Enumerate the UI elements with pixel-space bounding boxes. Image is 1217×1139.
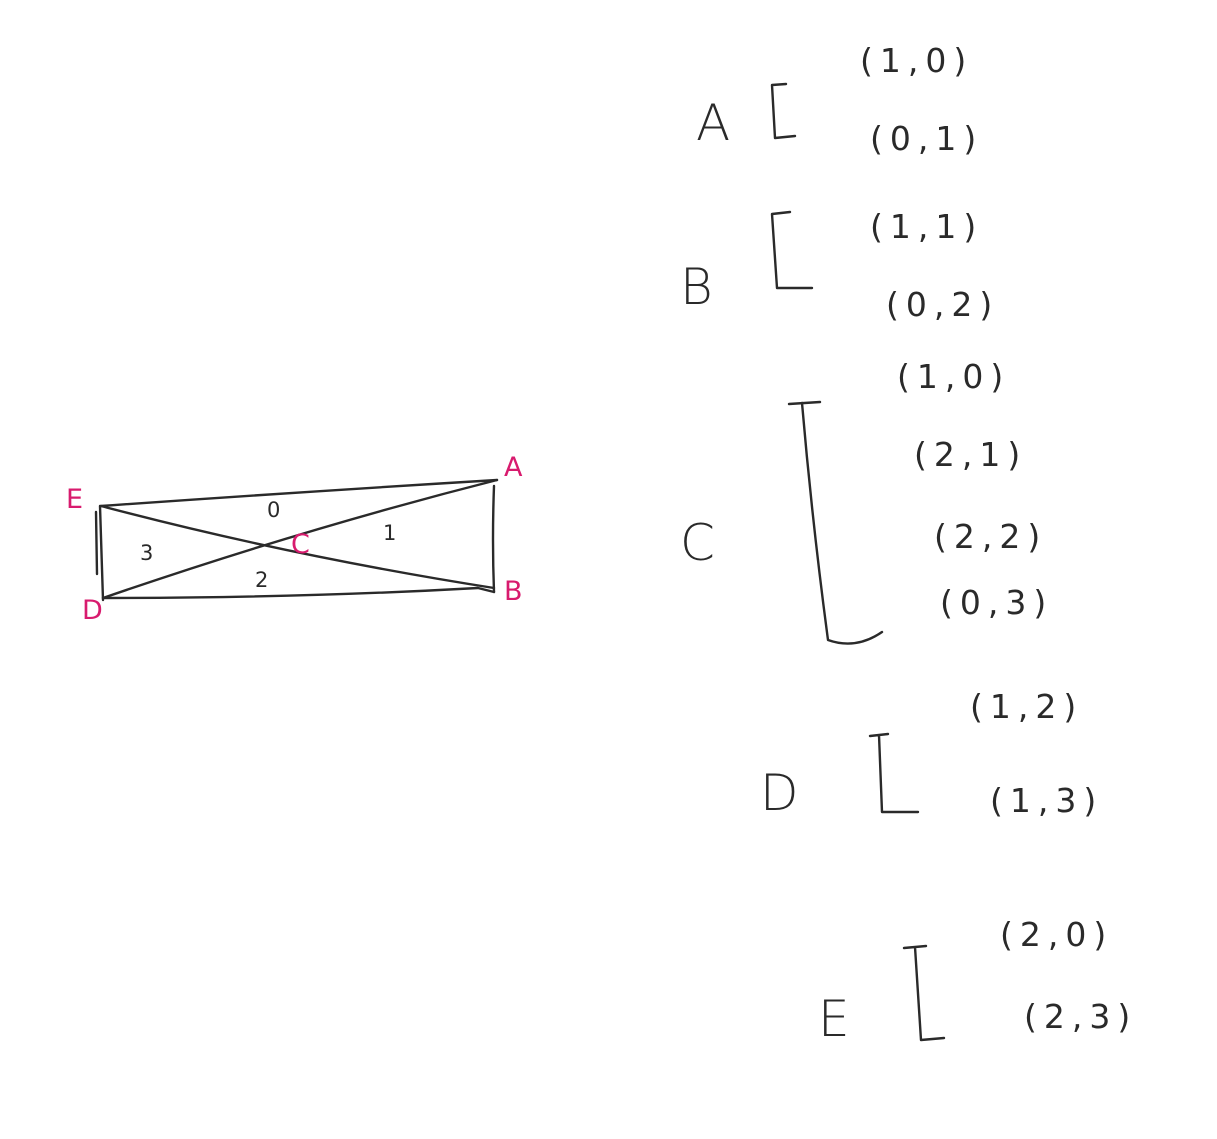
- pair-B-2: (0,2): [886, 285, 999, 324]
- group-letter-A: A: [696, 94, 730, 152]
- pair-C-3: (2,2): [934, 517, 1047, 556]
- pair-E-2: (2,3): [1024, 997, 1137, 1036]
- bracket-E: [902, 944, 946, 1042]
- edge-E-D: [94, 504, 105, 602]
- pair-C-4: (0,3): [940, 583, 1053, 622]
- group-letter-B: B: [680, 258, 713, 316]
- pair-B-1: (1,1): [870, 207, 983, 246]
- group-A: A (1,0) (0,1): [696, 41, 983, 158]
- pair-A-2: (0,1): [870, 119, 983, 158]
- edge-E-B: [99, 504, 496, 590]
- vertex-label-C: C: [291, 529, 310, 560]
- bracket-D: [868, 732, 920, 814]
- edge-E-A: [99, 478, 499, 508]
- vertex-label-E: E: [66, 484, 83, 515]
- pair-table: A (1,0) (0,1) B (1,1) (0,2) C (1,0) (2,1…: [680, 41, 1137, 1048]
- graph-diagram: A B C D E 0 1 2 3: [66, 452, 523, 626]
- region-label-0: 0: [267, 498, 280, 522]
- edge-A-B: [491, 484, 496, 594]
- edge-D-B: [101, 586, 496, 600]
- pair-D-1: (1,2): [970, 687, 1083, 726]
- region-label-2: 2: [255, 568, 268, 592]
- region-label-1: 1: [383, 521, 396, 545]
- vertex-label-B: B: [504, 576, 523, 607]
- group-letter-C: C: [680, 514, 715, 572]
- bracket-C: [787, 400, 884, 645]
- bracket-A: [770, 82, 797, 140]
- pair-A-1: (1,0): [860, 41, 973, 80]
- group-D: D (1,2) (1,3): [760, 687, 1103, 822]
- group-B: B (1,1) (0,2): [680, 207, 999, 324]
- group-letter-D: D: [760, 764, 799, 822]
- group-E: E (2,0) (2,3): [818, 915, 1137, 1048]
- edge-D-A: [101, 478, 499, 600]
- group-C: C (1,0) (2,1) (2,2) (0,3): [680, 357, 1053, 645]
- region-label-3: 3: [140, 541, 153, 565]
- group-letter-E: E: [818, 990, 850, 1048]
- bracket-B: [770, 210, 814, 290]
- pair-D-2: (1,3): [990, 781, 1103, 820]
- vertex-label-D: D: [82, 595, 103, 626]
- pair-C-1: (1,0): [897, 357, 1010, 396]
- vertex-label-A: A: [504, 452, 523, 483]
- pair-E-1: (2,0): [1000, 915, 1113, 954]
- pair-C-2: (2,1): [914, 435, 1027, 474]
